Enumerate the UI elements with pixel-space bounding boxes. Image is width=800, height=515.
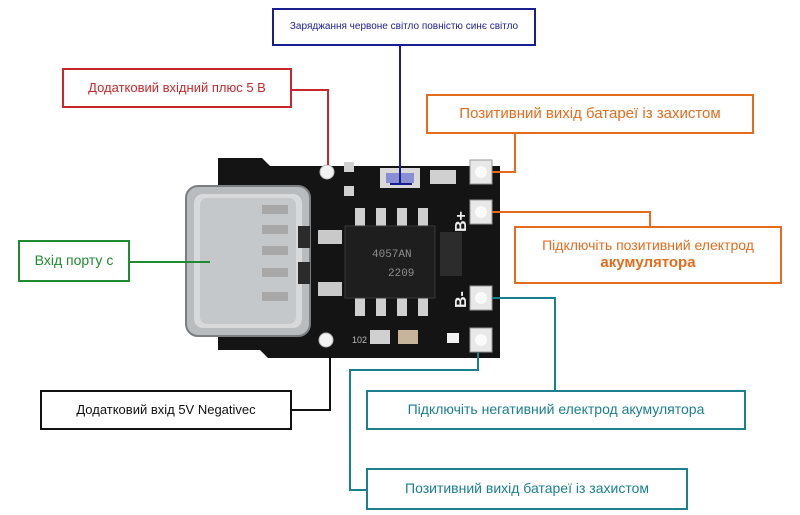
label-battery-negative: Підключіть негативний електрод акумулято… <box>366 390 746 430</box>
label-extra-negative: Додатковий вхід 5V Negativec <box>40 390 292 430</box>
ic-chip <box>344 225 436 299</box>
pad-b-minus-label: B- <box>453 291 470 308</box>
label-extra-plus-input-text: Додатковий вхідний плюс 5 В <box>88 79 266 95</box>
label-battery-plus-line1: Підключіть позитивний електрод <box>542 236 754 253</box>
label-charging-led-text: Заряджання червоне світло повністю синє … <box>289 20 519 32</box>
line-battery-negative <box>492 297 556 390</box>
line-battery-plus <box>492 211 651 226</box>
chip-marking-line1: 4057AN <box>372 249 412 261</box>
line-extra-negative <box>292 348 331 411</box>
label-battery-plus-line2: акумулятора <box>600 254 696 272</box>
pad-b-plus-label: B+ <box>453 211 470 232</box>
label-extra-negative-text: Додатковий вхід 5V Negativec <box>76 401 256 417</box>
line-battery-out-top <box>492 133 516 173</box>
pad-top-left <box>319 164 335 180</box>
label-battery-out-bottom: Позитивний вихід батареї із захистом <box>366 468 688 510</box>
line-charging-led <box>390 46 412 185</box>
line-extra-plus <box>292 89 329 165</box>
resistor-code: 102 <box>352 335 367 345</box>
pad-bottom-left <box>318 332 334 348</box>
label-port-c: Вхід порту с <box>18 240 130 282</box>
line-battery-out-bottom <box>349 352 479 491</box>
label-battery-out-top: Позитивний вихід батареї із захистом <box>426 94 754 134</box>
chip-marking-line2: 2209 <box>388 268 414 280</box>
label-battery-plus: Підключіть позитивний електрод акумулято… <box>514 226 782 284</box>
label-extra-plus-input: Додатковий вхідний плюс 5 В <box>62 68 292 108</box>
label-charging-led: Заряджання червоне світло повністю синє … <box>272 8 536 46</box>
label-battery-out-top-text: Позитивний вихід батареї із захистом <box>459 104 721 122</box>
label-port-c-text: Вхід порту с <box>34 252 114 269</box>
label-battery-out-bottom-text: Позитивний вихід батареї із захистом <box>405 480 649 497</box>
label-battery-negative-text: Підключіть негативний електрод акумулято… <box>407 401 705 418</box>
